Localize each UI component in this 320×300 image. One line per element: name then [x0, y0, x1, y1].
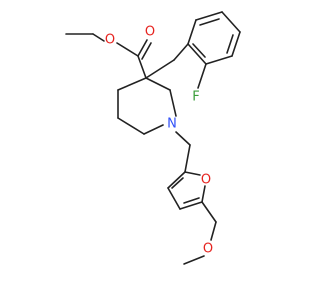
ring-double-bond: [183, 197, 200, 204]
ring-double-bond: [226, 34, 234, 54]
bond-c5-c6: [117, 117, 145, 135]
ethyl-ester-group: [65, 33, 152, 79]
atom-o-ester: O: [105, 33, 115, 48]
bond-n-ch2: [175, 131, 191, 146]
ring-bond: [167, 187, 181, 210]
bond-c3-c4: [117, 77, 147, 91]
bond-ch2-oether: [210, 221, 217, 241]
ring-bond: [205, 55, 233, 65]
bond-carbonylC-c3: [137, 55, 147, 79]
ring-bond: [187, 43, 207, 65]
ring-double-bond: [192, 43, 206, 58]
ring-bond: [179, 201, 203, 210]
bond-carbonylC-ocarbonyl-double: [141, 42, 152, 60]
ring-bond: [195, 11, 223, 21]
bond-aryl-f: [197, 63, 207, 89]
fluorobenzyl-group: [145, 11, 241, 89]
ring-double-bond: [199, 18, 220, 26]
structure-diagram: O O N F O O: [65, 11, 241, 265]
piperidine-ring: [117, 77, 177, 135]
furan-ring: [167, 171, 206, 210]
bond-n-c2: [169, 89, 177, 117]
bond-benzylCH2-aryl: [173, 43, 189, 61]
atom-o-carbonyl: O: [145, 25, 155, 40]
ring-bond: [201, 185, 206, 203]
ring-bond: [231, 31, 241, 57]
ring-bond: [221, 11, 241, 33]
atom-n-piperidine: N: [167, 117, 177, 132]
atom-f: F: [192, 90, 199, 105]
furfuryl-group: [167, 131, 217, 265]
atom-o-ether: O: [203, 242, 213, 257]
bond-c2-c3: [145, 77, 171, 91]
ring-bond: [167, 171, 186, 189]
bond-ch2-oester: [92, 33, 105, 42]
bond-c6-n: [143, 124, 164, 135]
bond-oester-carbonylC: [116, 42, 139, 57]
bond-ch2-furanC2: [184, 144, 191, 173]
ring-double-bond: [171, 177, 184, 189]
atom-o-furan: O: [201, 173, 211, 188]
bond-c3-benzylCH2: [145, 59, 175, 79]
bond-carbonylC-ocarbonyl: [137, 39, 148, 57]
ring-bond: [187, 19, 197, 45]
bond-oether-ch3: [183, 255, 205, 265]
bond-furanC5-ch2: [201, 201, 217, 223]
ring-bond: [184, 171, 201, 176]
benzene-ring: [187, 11, 241, 65]
molecule-canvas: O O N F O O: [65, 11, 241, 265]
